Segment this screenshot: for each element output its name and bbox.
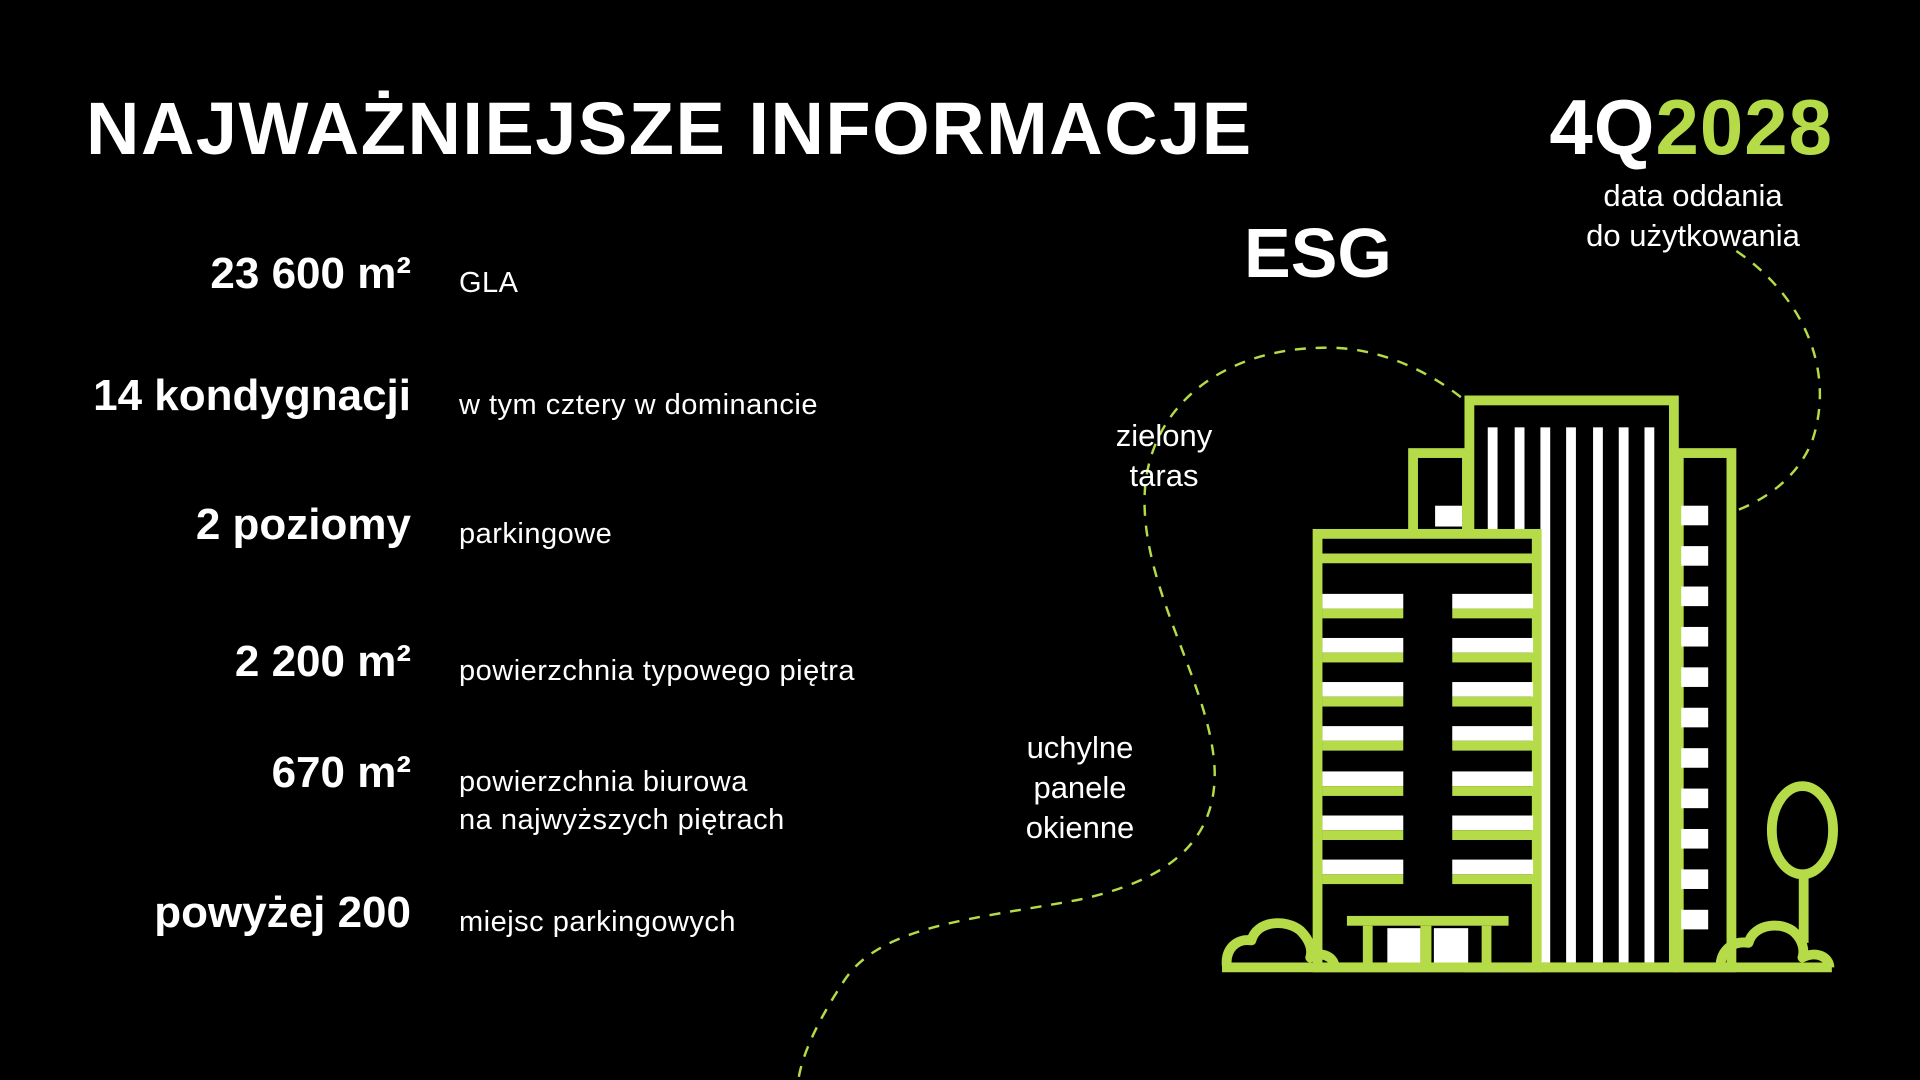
- info-value: 2 200 m²: [234, 637, 411, 686]
- tower-stripe: [1566, 427, 1576, 963]
- window: [1452, 637, 1534, 653]
- info-row: 14 kondygnacji w tym cztery w dominancie: [0, 374, 1000, 434]
- info-label: powierzchnia typowego piętra: [459, 655, 856, 687]
- window: [1322, 859, 1404, 875]
- info-row: powyżej 200 miejsc parkingowych: [0, 891, 1000, 951]
- label-line: powierzchnia biurowa: [459, 766, 748, 798]
- tower-window: [1681, 505, 1709, 526]
- label-line: na najwyższych piętrach: [459, 804, 785, 836]
- tower-window: [1681, 869, 1709, 889]
- delivery-quarter: 4Q: [1549, 83, 1656, 171]
- tower-window: [1435, 505, 1463, 527]
- tower-window: [1681, 788, 1709, 809]
- info-value: powyżej 200: [154, 888, 411, 937]
- tower-window: [1681, 828, 1709, 849]
- bush-icon: [1715, 920, 1835, 969]
- window: [1452, 682, 1534, 697]
- tower-stripe: [1540, 427, 1551, 963]
- bush-icon: [1221, 918, 1340, 969]
- window: [1322, 682, 1404, 697]
- window-sill: [1452, 652, 1534, 663]
- info-row: 23 600 m² GLA: [0, 252, 1000, 312]
- tower-window: [1681, 546, 1709, 566]
- window-sill: [1322, 740, 1404, 751]
- info-label: parkingowe: [459, 518, 613, 550]
- terrace-annotation: zielony taras: [1104, 416, 1224, 496]
- window: [1452, 726, 1534, 741]
- esg-heading: ESG: [1244, 214, 1392, 292]
- window: [1452, 859, 1534, 875]
- info-value: 23 600 m²: [210, 249, 411, 298]
- window: [1452, 593, 1534, 609]
- delivery-year: 2028: [1655, 83, 1833, 171]
- window-sill: [1452, 740, 1534, 751]
- window-sill: [1452, 608, 1534, 619]
- info-label: w tym cztery w dominancie: [459, 389, 818, 421]
- info-value: 670 m²: [271, 748, 411, 797]
- annotation-line: uchylne: [1026, 730, 1134, 765]
- window-sill: [1452, 696, 1534, 707]
- caption-line: do użytkowania: [1586, 218, 1800, 253]
- window-sill: [1322, 786, 1404, 796]
- annotation-line: okienne: [1025, 810, 1135, 845]
- caption-line: data oddania: [1603, 178, 1783, 213]
- panels-annotation: uchylne panele okienne: [880, 728, 1280, 848]
- info-row: 670 m² powierzchnia biurowa na najwyższych…: [0, 748, 1000, 837]
- window: [1322, 726, 1404, 741]
- annotation-line: taras: [1129, 458, 1199, 493]
- tower-stripe: [1644, 427, 1655, 963]
- info-label: GLA: [459, 267, 519, 299]
- info-label: miejsc parkingowych: [459, 906, 737, 938]
- info-row: 2 poziomy parkingowe: [0, 503, 1000, 563]
- info-label: powierzchnia biurowa na najwyższych piętr…: [459, 763, 785, 839]
- page-title: NAJWAŻNIEJSZE INFORMACJE: [86, 87, 1253, 170]
- window: [1322, 771, 1404, 787]
- tree-icon: [1766, 781, 1838, 880]
- window: [1322, 593, 1404, 609]
- window-sill: [1452, 830, 1534, 840]
- window-sill: [1322, 830, 1404, 840]
- annotation-line: zielony: [1115, 418, 1213, 453]
- window-sill: [1322, 696, 1404, 707]
- entrance: [1346, 915, 1509, 968]
- delivery-caption: data oddania do użytkowania: [1493, 176, 1893, 256]
- window: [1452, 815, 1534, 831]
- window: [1452, 771, 1534, 787]
- dashed-connector: [797, 250, 1822, 1080]
- window-sill: [1322, 874, 1404, 885]
- window-sill: [1322, 608, 1404, 619]
- delivery-date: 4Q2028: [1549, 88, 1833, 166]
- tower-window: [1681, 707, 1709, 728]
- tower-window: [1681, 586, 1709, 607]
- info-value: 14 kondygnacji: [93, 371, 411, 420]
- tower-window: [1681, 748, 1709, 768]
- tower-window: [1681, 909, 1709, 930]
- tower-window: [1681, 626, 1709, 647]
- tower-stripe: [1618, 427, 1629, 963]
- tower-stripe: [1593, 427, 1603, 963]
- window: [1322, 815, 1404, 831]
- info-value: 2 poziomy: [195, 500, 411, 549]
- window-sill: [1452, 786, 1534, 796]
- info-row: 2 200 m² powierzchnia typowego piętra: [0, 640, 1000, 700]
- tower-window: [1681, 667, 1709, 687]
- window-sill: [1322, 652, 1404, 663]
- annotation-line: panele: [1033, 770, 1127, 805]
- window: [1322, 637, 1404, 653]
- window-sill: [1452, 874, 1534, 885]
